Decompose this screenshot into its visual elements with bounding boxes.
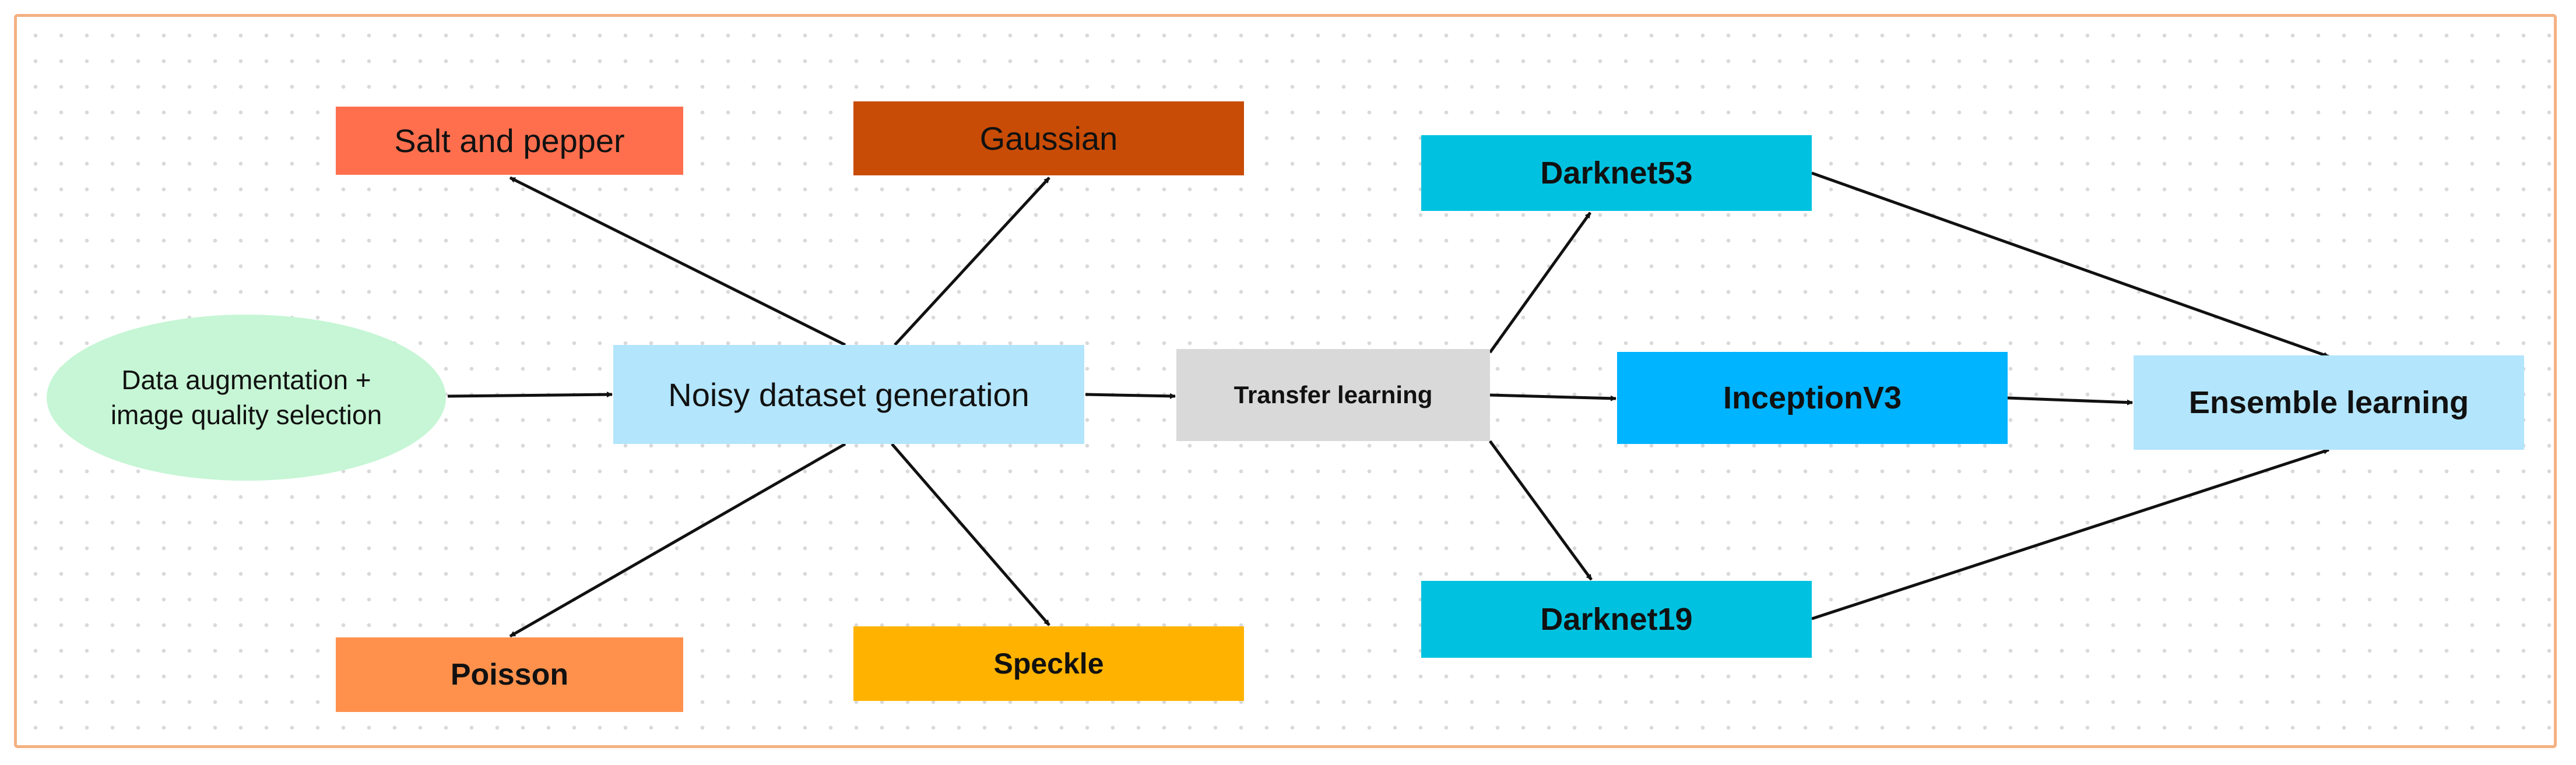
node-data-augmentation: Data augmentation + image quality select… bbox=[47, 315, 446, 481]
node-poisson: Poisson bbox=[336, 637, 683, 712]
node-ensemble-learning: Ensemble learning bbox=[2134, 355, 2524, 450]
arrow-inceptionv3-to-ensemble bbox=[2007, 396, 2133, 406]
node-ensemble-learning-label: Ensemble learning bbox=[2188, 385, 2469, 420]
node-noisy-dataset-generation: Noisy dataset generation bbox=[613, 345, 1084, 444]
node-gaussian: Gaussian bbox=[853, 101, 1244, 175]
arrow-noisy-to-speckle bbox=[891, 443, 1050, 626]
arrow-noisy-to-poisson bbox=[509, 442, 846, 638]
node-darknet19: Darknet19 bbox=[1421, 581, 1812, 658]
node-data-augmentation-label: Data augmentation + image quality select… bbox=[110, 364, 382, 430]
node-transfer-learning: Transfer learning bbox=[1176, 349, 1490, 441]
arrow-transfer-to-darknet53 bbox=[1488, 211, 1592, 354]
node-darknet19-label: Darknet19 bbox=[1540, 602, 1693, 637]
arrow-data-to-noisy bbox=[447, 392, 613, 398]
node-salt-and-pepper-label: Salt and pepper bbox=[394, 122, 625, 159]
node-salt-and-pepper: Salt and pepper bbox=[336, 107, 683, 175]
arrow-transfer-to-inceptionv3 bbox=[1489, 393, 1616, 401]
node-inceptionv3-label: InceptionV3 bbox=[1723, 380, 1902, 415]
arrow-noisy-to-gaussian bbox=[894, 177, 1050, 346]
node-noisy-dataset-generation-label: Noisy dataset generation bbox=[668, 376, 1029, 413]
arrow-darknet53-to-ensemble bbox=[1811, 171, 2329, 358]
arrow-darknet19-to-ensemble bbox=[1811, 448, 2329, 621]
arrow-transfer-to-darknet19 bbox=[1488, 440, 1593, 581]
arrow-noisy-to-salt bbox=[509, 176, 846, 347]
node-gaussian-label: Gaussian bbox=[979, 120, 1118, 157]
node-speckle: Speckle bbox=[853, 626, 1244, 701]
arrow-noisy-to-transfer bbox=[1085, 393, 1176, 399]
node-speckle-label: Speckle bbox=[993, 647, 1104, 680]
node-inceptionv3: InceptionV3 bbox=[1617, 352, 2008, 444]
node-darknet53: Darknet53 bbox=[1421, 135, 1812, 211]
node-transfer-learning-label: Transfer learning bbox=[1233, 381, 1433, 408]
node-darknet53-label: Darknet53 bbox=[1540, 156, 1693, 191]
node-poisson-label: Poisson bbox=[450, 658, 569, 692]
